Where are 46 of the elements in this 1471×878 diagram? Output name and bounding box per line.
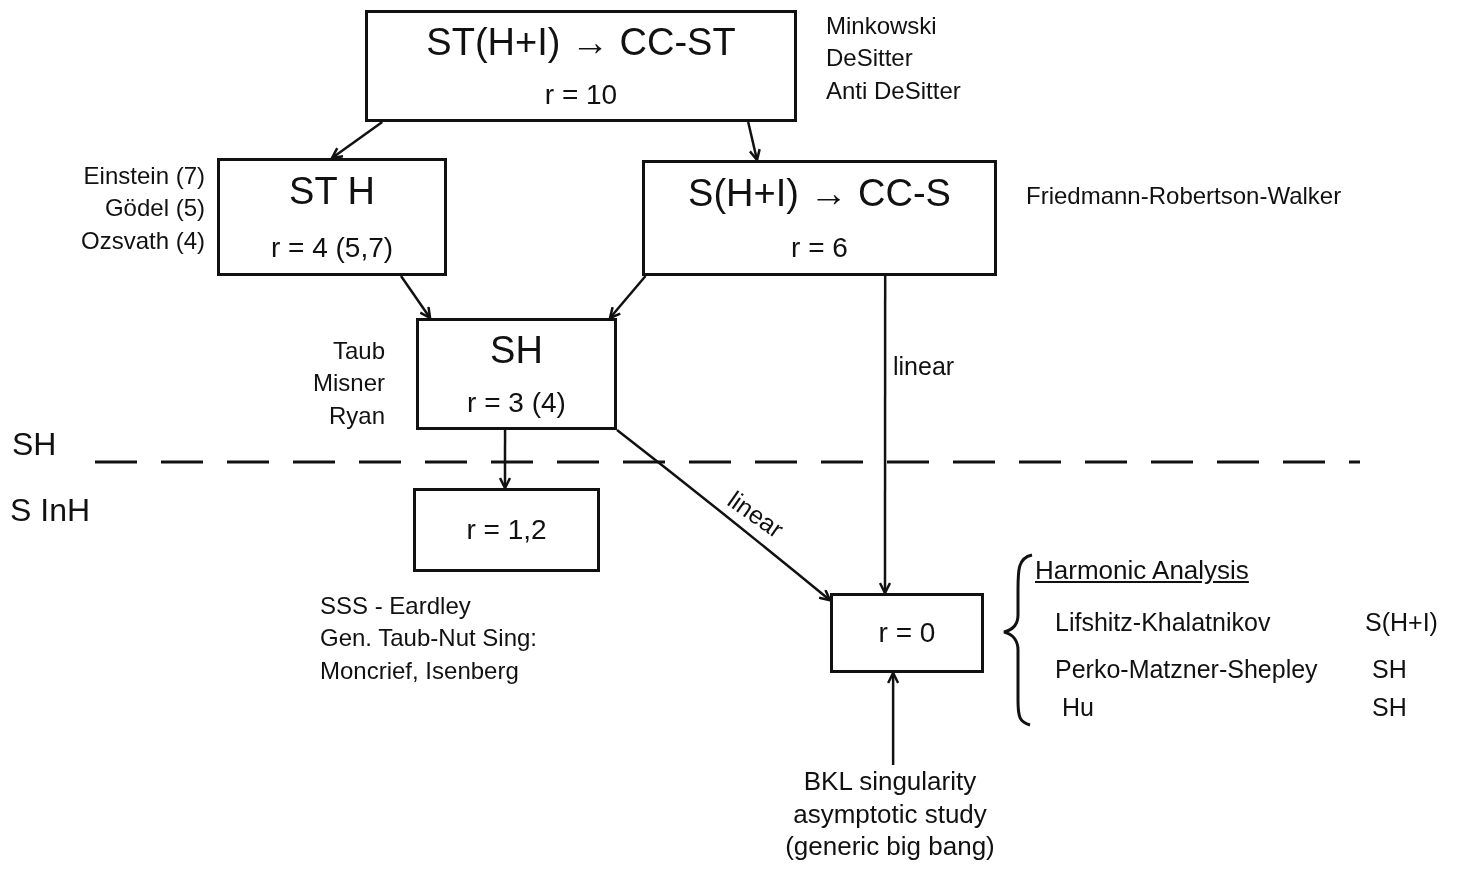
annotation-text: Gen. Taub-Nut Sing: Moncrief, Isenberg [320, 623, 539, 686]
note-text: SH [12, 426, 57, 463]
node-text: r = 10 [544, 79, 618, 112]
annotation-text: Anti DeSitter [826, 75, 961, 106]
node-text: r = 6 [791, 232, 848, 265]
annotation-text: Ryan [327, 400, 385, 431]
node-title: S(H+I) → CC-S [688, 171, 951, 215]
process-box [365, 10, 797, 122]
node-title: ST H [289, 170, 375, 214]
arrow [886, 671, 900, 765]
annotation-text: Ozsvath (4) [79, 225, 205, 256]
note-text: SH [1372, 693, 1407, 722]
note-text: Lifshitz-Khalatnikov [1055, 608, 1271, 637]
arrow [330, 121, 383, 160]
process-box [416, 318, 617, 430]
arrow [498, 430, 512, 490]
annotation-text: DeSitter [826, 43, 914, 74]
process-box [413, 488, 600, 572]
process-box [830, 593, 984, 673]
process-box [217, 158, 447, 276]
arrow [616, 429, 832, 602]
node-text: r = 3 (4) [467, 387, 566, 420]
annotation-text: Friedmann-Robertson-Walker [1026, 181, 1342, 211]
annotation-text: Minkowski [826, 11, 938, 41]
arrow [878, 276, 892, 595]
node-title: SH [490, 328, 543, 372]
annotation-text: Taub [331, 336, 385, 366]
note-text: BKL singularity asymptotic study (generic big bang) [760, 765, 1020, 873]
list-heading: Harmonic Analysis [1035, 555, 1249, 586]
node-title: r = 0 [878, 617, 936, 649]
annotation-text: Einstein (7) [82, 161, 205, 191]
arrow [608, 275, 647, 320]
node-text: r = 4 (5,7) [270, 231, 394, 264]
arrow [746, 121, 761, 162]
note-text: SH [1372, 655, 1407, 684]
process-box [642, 160, 997, 276]
note-text: S(H+I) [1365, 608, 1438, 637]
annotation-text: Misner [312, 368, 385, 399]
node-title: r = 1,2 [466, 514, 547, 546]
note-text: Hu [1062, 693, 1094, 722]
annotation-text: SSS - Eardley [320, 591, 472, 621]
note-text: S InH [10, 492, 91, 529]
arrow [399, 275, 432, 320]
annotation-text: Gödel (5) [103, 193, 205, 224]
node-title: ST(H+I) → CC-ST [426, 20, 736, 64]
note-text: Perko-Matzner-Shepley [1055, 655, 1318, 684]
